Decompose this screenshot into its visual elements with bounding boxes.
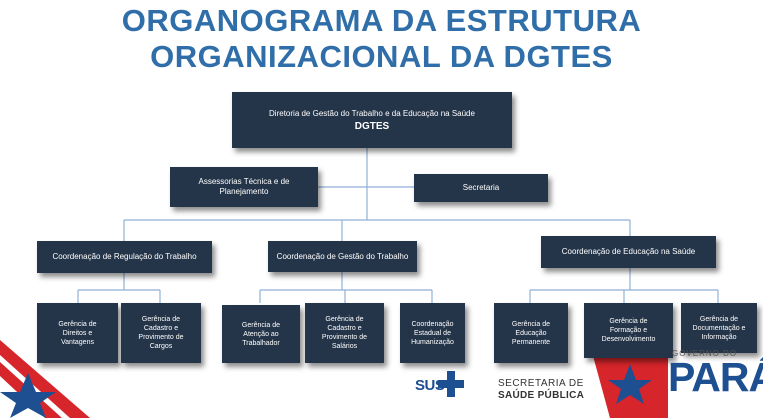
para-logo-text: PARÁ — [668, 354, 763, 400]
coord-gestao-label: Coordenação de Gestão do Trabalho — [276, 251, 409, 261]
unit-line: Salários — [331, 343, 358, 350]
sus-logo-text: SUS — [415, 377, 445, 394]
unit-line: Trabalhador — [242, 339, 280, 347]
unit-line: Permanente — [511, 338, 551, 346]
unit-line: Gerência de — [141, 316, 181, 323]
box-coord-gestao: Coordenação de Gestão do Trabalho — [268, 241, 417, 272]
coord-regulacao-label: Coordenação de Regulação do Trabalho — [52, 252, 197, 261]
unit-line: Gerência de — [609, 318, 648, 325]
unit-line: Coordenação — [411, 320, 454, 328]
box-gerencia-educacao-permanente: Gerência de Educação Permanente — [494, 303, 568, 363]
unit-line: Cadastro e — [327, 325, 362, 332]
unit-line: Documentação e — [692, 324, 746, 332]
unit-line: Provimento de — [138, 334, 184, 341]
box-assessorias: Assessorias Técnica e de Planejamento — [170, 167, 318, 207]
para-logo-graphic — [590, 345, 668, 418]
unit-line: Cadastro e — [143, 325, 179, 332]
page-title-line1: ORGANOGRAMA DA ESTRUTURA — [121, 3, 642, 38]
unit-line: Gerência de — [699, 315, 739, 323]
page-title-line2: ORGANIZACIONAL DA DGTES — [150, 39, 613, 74]
unit-line: Desenvolvimento — [601, 336, 656, 343]
box-coord-regulacao: Coordenação de Regulação do Trabalho — [37, 241, 212, 273]
unit-line: Cargos — [149, 343, 173, 350]
unit-line: Gerência de — [325, 316, 364, 323]
unit-line: Formação e — [609, 327, 648, 334]
box-gerencia-direitos: Gerência de Direitos e Vantagens — [37, 303, 118, 363]
left-logo-graphic — [0, 340, 90, 418]
sus-cross-graphic — [438, 371, 464, 397]
secretaria-logo-line2: SAÚDE PÚBLICA — [498, 390, 585, 401]
unit-line: Provimento de — [321, 334, 368, 341]
unit-line: Estadual de — [414, 329, 451, 337]
unit-line: Humanização — [411, 338, 454, 346]
box-gerencia-formacao: Gerência de Formação e Desenvolvimento — [584, 303, 673, 358]
root-acronym: DGTES — [354, 120, 390, 132]
assessorias-label: Assessorias Técnica e de Planejamento — [198, 177, 290, 196]
box-gerencia-atencao: Gerência de Atenção ao Trabalhador — [222, 305, 300, 363]
box-gerencia-cadastro-cargos: Gerência de Cadastro e Provimento de Car… — [121, 303, 201, 363]
unit-line: Informação — [701, 333, 737, 341]
governo-logo-text: GOVERNO DO — [672, 349, 738, 358]
root-box-dgtes: Diretoria de Gestão do Trabalho e da Edu… — [232, 92, 512, 148]
box-secretaria: Secretaria — [414, 174, 548, 202]
unit-line: Gerência de — [241, 321, 281, 329]
root-full-name: Diretoria de Gestão do Trabalho e da Edu… — [269, 108, 475, 118]
secretaria-label: Secretaria — [462, 183, 500, 192]
box-gerencia-documentacao: Gerência de Documentação e Informação — [681, 303, 757, 353]
coord-educacao-label: Coordenação de Educação na Saúde — [561, 247, 696, 256]
unit-line: Direitos e — [62, 329, 93, 337]
box-gerencia-cadastro-salarios: Gerência de Cadastro e Provimento de Sal… — [305, 303, 384, 363]
box-coord-humanizacao: Coordenação Estadual de Humanização — [400, 303, 465, 363]
unit-line: Educação — [515, 329, 547, 337]
unit-line: Gerência de — [58, 320, 97, 328]
unit-line: Gerência de — [511, 320, 551, 328]
unit-line: Vantagens — [61, 338, 94, 346]
secretaria-logo-line1: SECRETARIA DE — [498, 378, 584, 389]
unit-line: Atenção ao — [243, 330, 279, 338]
box-coord-educacao: Coordenação de Educação na Saúde — [541, 236, 716, 268]
